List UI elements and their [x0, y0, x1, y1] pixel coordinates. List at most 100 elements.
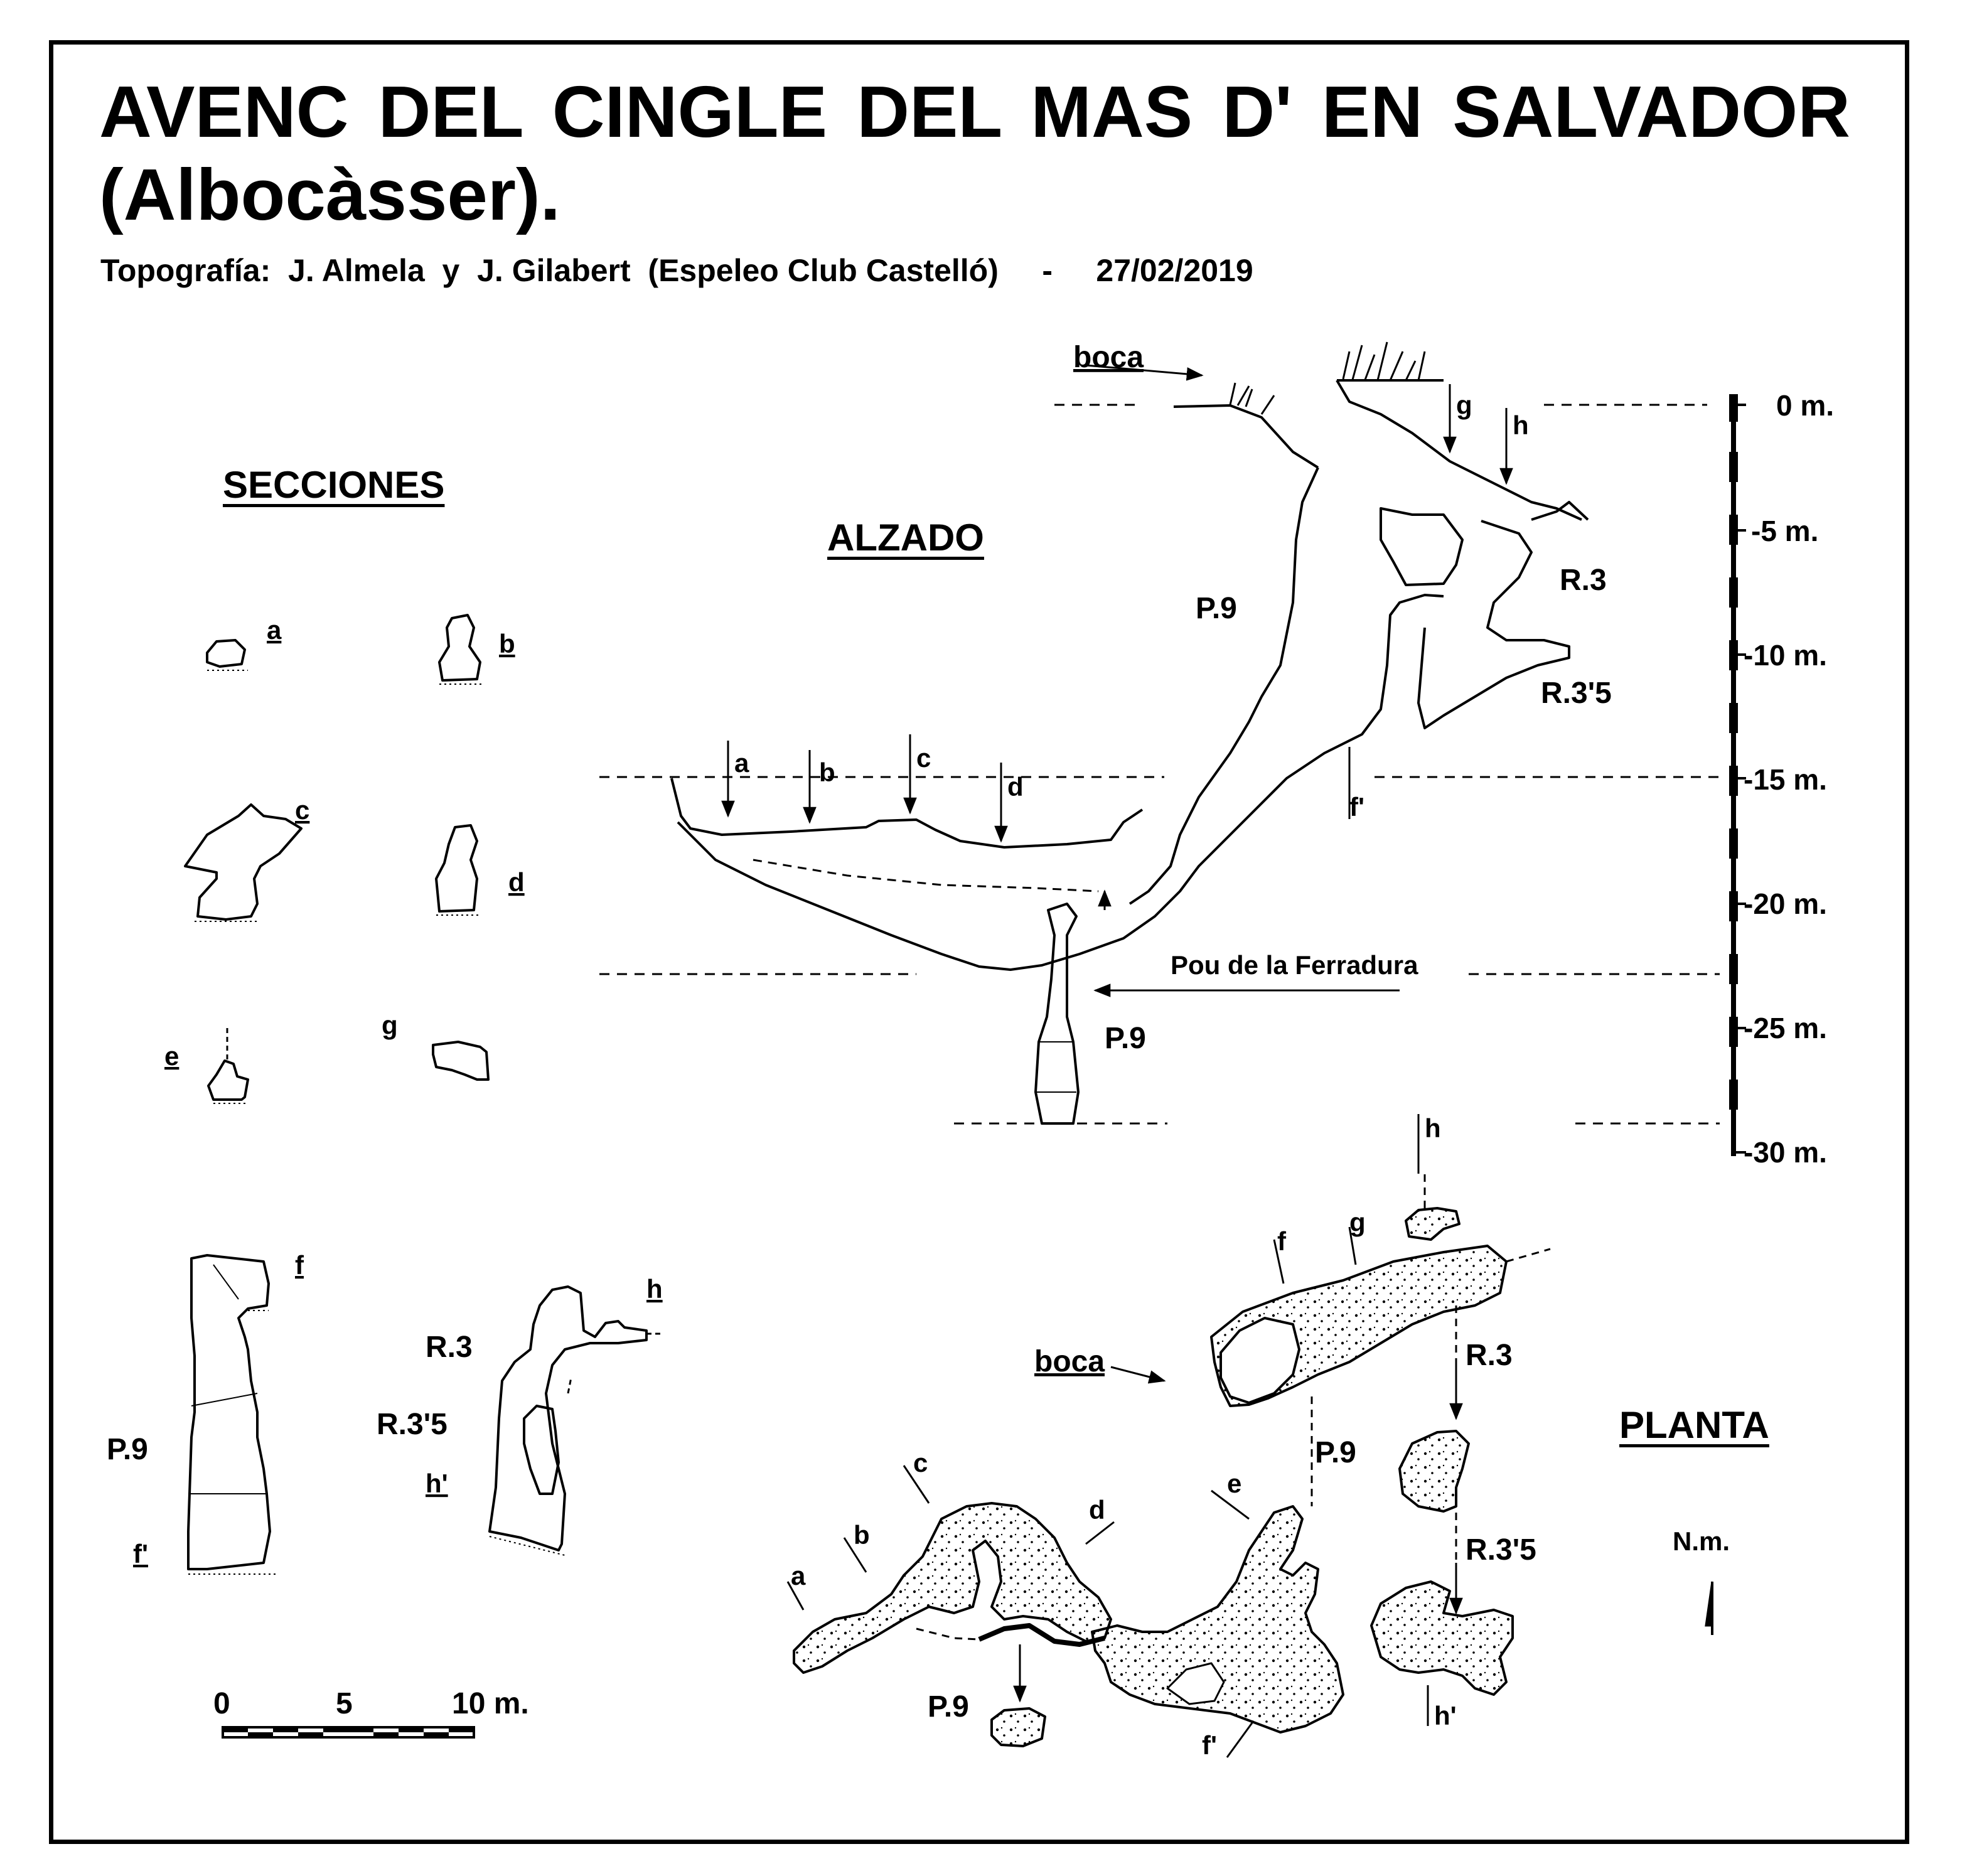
lower-shaft	[1034, 903, 1080, 1125]
section-label-e: e	[164, 1041, 179, 1071]
section-label-d: d	[508, 867, 525, 897]
shaft-left-wall	[1128, 467, 1319, 905]
plan-labels: boca h f g R.3 P.9 R.3'5 h' f' P.9 a b c…	[791, 1113, 1730, 1760]
depth-15: -15 m.	[1744, 763, 1827, 796]
scale-label-5: 5	[336, 1687, 353, 1720]
north-arrow-icon	[1705, 1581, 1713, 1635]
map-frame	[49, 40, 1909, 1844]
entrance-ceiling	[1336, 379, 1582, 521]
section-label-f: f	[295, 1250, 304, 1280]
section-label-f-prime: f'	[133, 1539, 148, 1568]
grass-tufts	[1229, 341, 1426, 415]
plan-label-h: h	[1425, 1113, 1441, 1143]
plan-central-chamber	[1091, 1505, 1344, 1734]
plan-h-passage	[1405, 1207, 1461, 1241]
chamber-floor	[677, 594, 1444, 971]
section-f-lines	[188, 1264, 267, 1494]
section-g	[432, 1041, 490, 1081]
section-floor-hatching	[188, 670, 565, 1575]
alzado-marker-b: b	[819, 758, 835, 787]
alzado-boca-label: boca	[1073, 341, 1144, 374]
section-h-inner	[523, 1405, 560, 1495]
alzado-p9-lower-label: P.9	[1105, 1022, 1146, 1055]
plan-view	[793, 1174, 1551, 1747]
section-e	[207, 1059, 249, 1101]
plan-label-a: a	[791, 1561, 806, 1590]
section-h-r35: R.3'5	[377, 1408, 448, 1441]
plan-p9-lower	[990, 1707, 1046, 1747]
alzado-marker-arrows	[721, 364, 1513, 997]
depth-0: 0 m.	[1776, 389, 1834, 422]
alzado-marker-c: c	[916, 743, 931, 773]
plan-south-passage	[978, 1623, 1105, 1647]
north-label: N.m.	[1673, 1526, 1730, 1556]
alzado-r3-label: R.3	[1560, 564, 1607, 597]
heading-secciones: SECCIONES	[223, 464, 445, 506]
section-h-dash	[567, 1332, 662, 1394]
alzado-marker-f-prime: f'	[1349, 792, 1364, 822]
depth-5: -5 m.	[1751, 515, 1818, 547]
section-label-h: h	[646, 1274, 663, 1304]
plan-r35-chamber	[1370, 1580, 1514, 1696]
level-lines	[599, 404, 1720, 1125]
depth-25: -25 m.	[1744, 1012, 1827, 1044]
section-h-r3: R.3	[426, 1331, 473, 1364]
survey-credits: Topografía: J. Almela y J. Gilabert (Esp…	[100, 253, 1253, 288]
alzado-r35-label: R.3'5	[1541, 677, 1612, 710]
plan-label-e: e	[1227, 1469, 1241, 1498]
plan-collapse	[1166, 1662, 1225, 1705]
chamber-ceiling	[670, 778, 1144, 849]
pou-de-la-ferradura-label: Pou de la Ferradura	[1171, 950, 1418, 980]
surface-line	[1173, 404, 1319, 469]
plan-label-p9-lower: P.9	[928, 1690, 969, 1723]
depth-30: -30 m.	[1744, 1136, 1827, 1169]
section-c	[184, 803, 303, 921]
depth-scale: 0 m. -5 m. -10 m. -15 m. -20 m. -25 m. -…	[1729, 389, 1834, 1169]
alzado-labels: boca a b c d f' g h P.9 P.9 R.3 R.3'5 Po…	[734, 341, 1612, 1055]
section-f	[187, 1254, 271, 1570]
scale-bar: 0 5 10 m.	[213, 1687, 529, 1739]
plan-label-g: g	[1349, 1208, 1366, 1237]
section-labels: a b c d e g f P.9 f' h R.3 R.3'5 h'	[107, 615, 663, 1568]
plan-entrance-pit	[1219, 1317, 1300, 1404]
branch-r3	[1417, 520, 1570, 729]
alzado-marker-g: g	[1456, 390, 1472, 420]
chamber-ceiling-dash	[753, 859, 1099, 892]
plan-label-h-prime: h'	[1434, 1701, 1457, 1730]
branch-upper	[1380, 507, 1464, 586]
plan-label-r35: R.3'5	[1466, 1533, 1536, 1567]
section-f-p9: P.9	[107, 1433, 148, 1466]
plan-label-c: c	[913, 1448, 928, 1477]
depth-10: -10 m.	[1744, 639, 1827, 672]
section-b	[438, 614, 481, 682]
section-a	[206, 639, 246, 668]
cross-sections	[184, 614, 662, 1570]
section-label-g: g	[382, 1010, 398, 1040]
plan-label-f: f	[1277, 1226, 1287, 1256]
survey-title: AVENC DEL CINGLE DEL MAS D' EN SALVADOR …	[99, 71, 1850, 236]
plan-label-f-prime: f'	[1202, 1730, 1217, 1760]
alzado-marker-h: h	[1513, 410, 1529, 440]
alzado-marker-d: d	[1007, 772, 1024, 801]
plan-dashed-links	[916, 1174, 1551, 1701]
section-d	[435, 824, 478, 913]
plan-label-b: b	[854, 1520, 870, 1550]
alzado-p9-label: P.9	[1196, 592, 1237, 625]
heading-alzado: ALZADO	[827, 517, 984, 559]
plan-r3-chamber	[1398, 1430, 1470, 1513]
branch-r3-entrance	[1531, 501, 1589, 521]
plan-west-passage	[793, 1502, 1112, 1674]
heading-planta: PLANTA	[1619, 1404, 1769, 1446]
plan-boca-label: boca	[1034, 1345, 1105, 1378]
depth-20: -20 m.	[1744, 887, 1827, 920]
plan-markers	[786, 1114, 1463, 1758]
section-label-h-prime: h'	[426, 1469, 448, 1498]
alzado-profile	[599, 379, 1720, 1125]
section-label-a: a	[267, 615, 282, 645]
section-label-b: b	[499, 629, 515, 658]
scale-label-10: 10 m.	[452, 1687, 529, 1720]
plan-label-r3: R.3	[1466, 1339, 1513, 1372]
section-h	[488, 1285, 648, 1552]
scale-label-0: 0	[213, 1687, 230, 1720]
